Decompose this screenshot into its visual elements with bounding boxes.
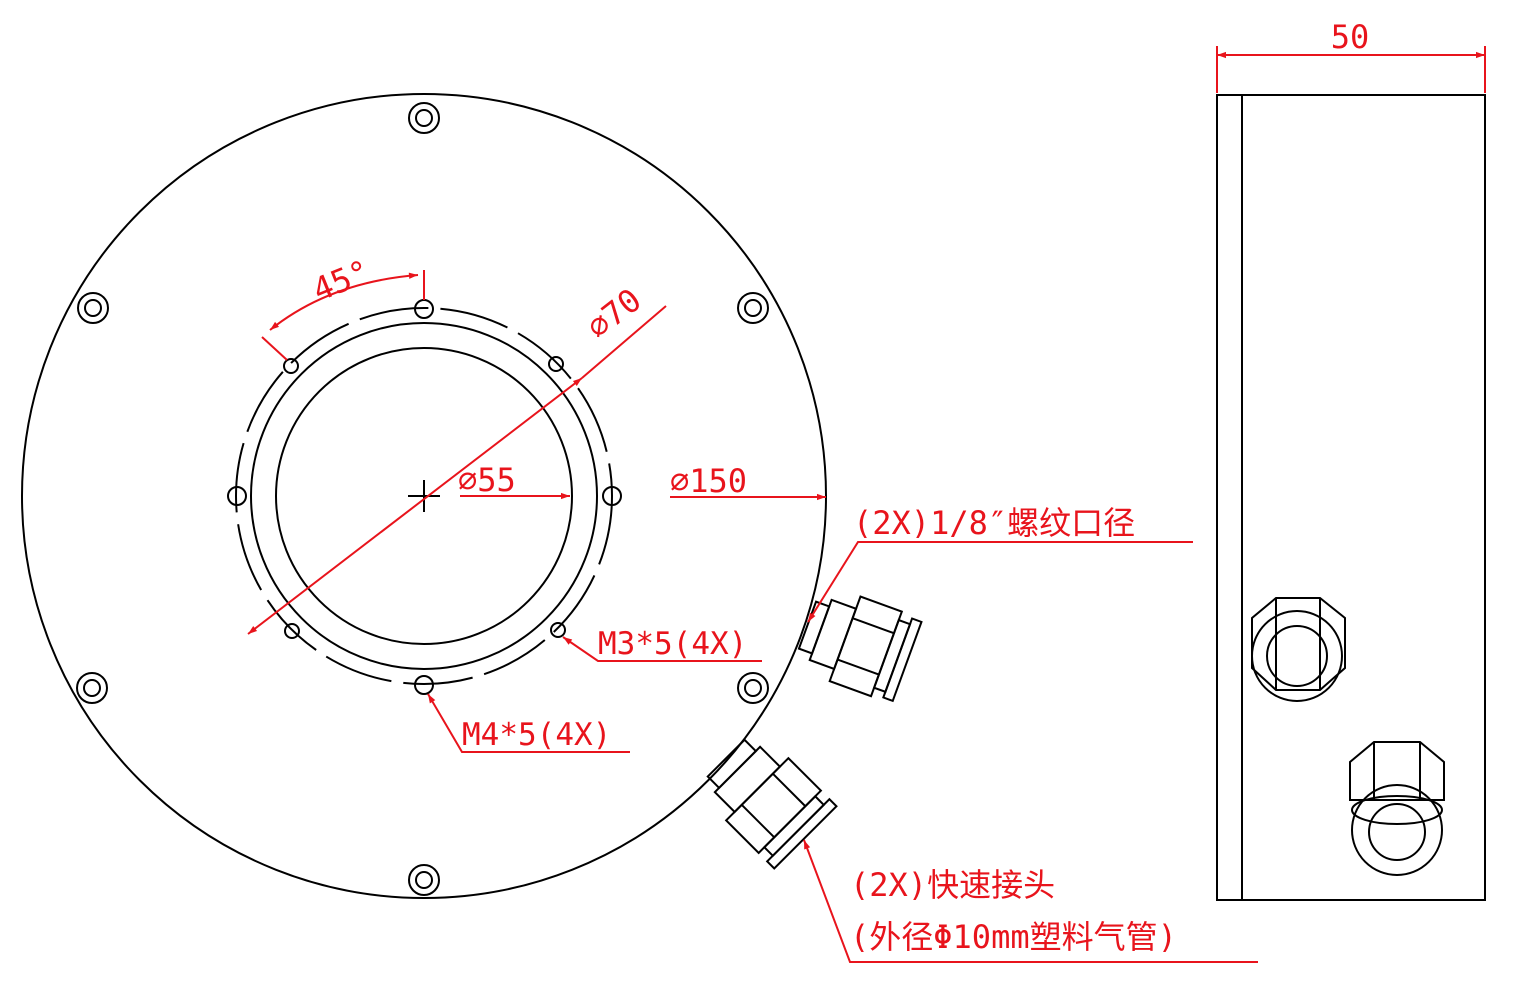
mounting-bolt bbox=[408, 864, 440, 896]
mounting-bolt bbox=[76, 672, 108, 704]
m4-label: M4*5(4X) bbox=[462, 717, 611, 753]
side-view bbox=[1216, 94, 1486, 901]
front-dimensions bbox=[247, 270, 1258, 963]
m3-label: M3*5(4X) bbox=[598, 626, 747, 662]
side-body bbox=[1216, 94, 1486, 901]
mounting-bolt bbox=[408, 102, 440, 134]
dia70-leader bbox=[581, 305, 667, 379]
fitting-leader bbox=[803, 839, 1258, 963]
mounting-bolt bbox=[737, 672, 769, 704]
pitch-circle bbox=[235, 307, 613, 685]
thread-leader bbox=[807, 541, 1193, 623]
quick-connector bbox=[706, 738, 838, 870]
dia55-label: ⌀55 bbox=[458, 461, 516, 499]
angle-ext-left bbox=[261, 336, 288, 361]
thread-label: (2X)1/8″螺纹口径 bbox=[853, 504, 1135, 542]
side-dimensions bbox=[1216, 46, 1486, 93]
m3-leader bbox=[562, 636, 762, 662]
dia150-label: ⌀150 bbox=[670, 462, 747, 500]
fitting-label-line2: (外径Φ10mm塑料气管) bbox=[850, 918, 1177, 956]
side-fitting-upper bbox=[1251, 597, 1346, 702]
front-view bbox=[21, 93, 923, 899]
m4-leader bbox=[427, 693, 630, 753]
mounting-bolt bbox=[737, 292, 769, 324]
angle-label: 45° bbox=[307, 252, 375, 309]
thread-fitting bbox=[797, 595, 923, 703]
dia70-label: ⌀70 bbox=[580, 281, 649, 347]
mounting-bolt bbox=[77, 292, 109, 324]
front-dimension-labels: 45° ⌀70 ⌀55 ⌀150 (2X)1/8″螺纹口径 M3*5(4X) M… bbox=[307, 252, 1177, 956]
width-label: 50 bbox=[1331, 18, 1370, 56]
outer-bolt-pattern bbox=[76, 102, 769, 896]
dia70-line bbox=[247, 377, 583, 635]
side-fitting-lower bbox=[1349, 741, 1445, 876]
angle-arc bbox=[269, 272, 419, 331]
fitting-label-line1: (2X)快速接头 bbox=[850, 866, 1055, 904]
